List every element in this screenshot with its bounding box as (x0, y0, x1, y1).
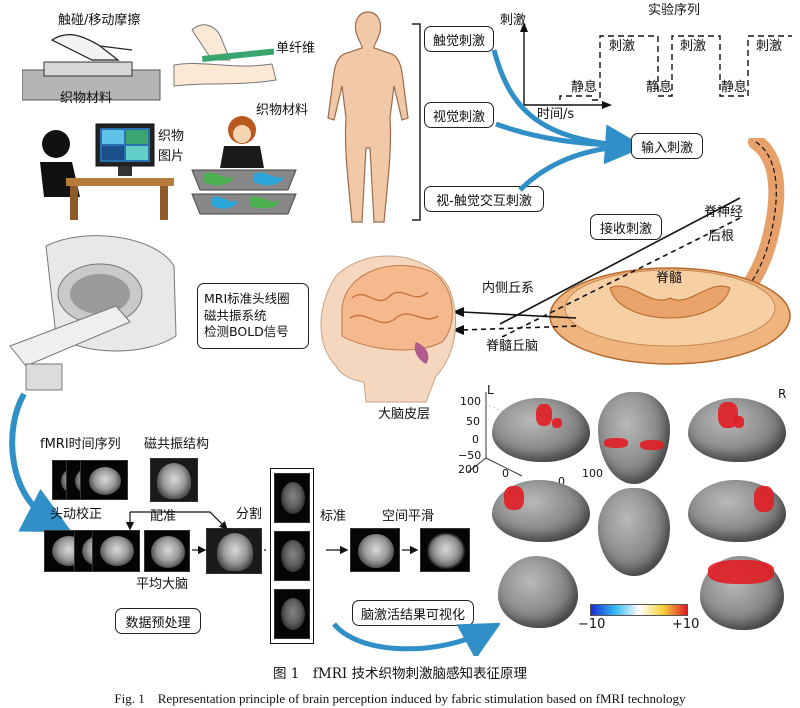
brain-render-top (598, 392, 670, 484)
visuo-tactile-stim-box: 视-触觉交互刺激 (424, 186, 544, 212)
fabric-material-label-2: 织物材料 (256, 103, 309, 118)
axis-tick-50: 50 (466, 415, 480, 428)
fabric-material-label-1: 织物材料 (60, 91, 113, 106)
figure-caption-cn: 图 1 fMRI 技术织物刺激脑感知表征原理 (273, 666, 527, 682)
segmentation-slice-2 (274, 531, 310, 581)
mri-line-3: 检测BOLD信号 (204, 324, 289, 340)
mean-brain-thumb (144, 530, 190, 572)
mri-structure-thumb (150, 458, 198, 502)
preprocessing-arrows (125, 511, 419, 555)
axis-tick-0: 0 (472, 433, 479, 446)
fmri-series-thumb-3 (80, 460, 128, 500)
axis-tick-0a: 0 (502, 467, 509, 480)
visual-stim-box: 视觉刺激 (424, 102, 494, 128)
tract-arrows (452, 307, 577, 335)
smoothed-brain-thumb (420, 528, 470, 572)
brain-3d-axes (467, 392, 523, 477)
time-axis-label: 时间/s (537, 107, 575, 122)
medial-lemniscus-label: 内侧丘系 (482, 281, 535, 296)
axis-tick-200: 200 (458, 463, 479, 476)
brain-render-lateral-left (492, 398, 590, 462)
normalization-label: 标准 (320, 509, 347, 524)
spinal-cord-label: 脊髓 (656, 271, 683, 286)
normalized-brain-thumb (350, 528, 400, 572)
colorbar-max-label: +10 (672, 617, 700, 632)
rest-block-2: 静息 (646, 80, 673, 95)
brain-render-lateral-right (688, 398, 786, 462)
axis-tick-neg50: −50 (458, 449, 482, 462)
registration-label: 配准 (150, 509, 177, 524)
segmentation-label: 分割 (236, 507, 263, 522)
touch-rub-label: 触碰/移动摩擦 (58, 13, 141, 28)
brain-render-front (498, 556, 578, 628)
segmentation-slice-1 (274, 473, 310, 523)
mri-structure-label: 磁共振结构 (144, 437, 210, 452)
mean-brain-label: 平均大脑 (136, 577, 189, 592)
stim-axis-label: 刺激 (500, 13, 527, 28)
brain-render-medial-right (688, 480, 786, 542)
single-fiber-label: 单纤维 (276, 41, 316, 56)
receive-stim-box: 接收刺激 (590, 214, 662, 240)
spinal-nerve-label-1: 脊神经 (704, 205, 744, 220)
axis-R-label: R (778, 387, 787, 401)
segmentation-slice-3 (274, 589, 310, 639)
stimulus-bracket (412, 23, 421, 221)
figure-caption-en: Fig. 1 Representation principle of brain… (114, 691, 686, 706)
stim-block-1: 刺激 (609, 39, 636, 54)
computer-user-illustration (40, 123, 174, 220)
brain-render-bottom (598, 488, 670, 576)
axis-tick-100: 100 (460, 395, 481, 408)
head-brain-illustration (320, 255, 457, 403)
head-motion-label: 头动校正 (50, 507, 103, 522)
preprocessing-box: 数据预处理 (115, 608, 201, 634)
arm-fiber-illustration (173, 24, 277, 87)
visualize-box: 脑激活结果可视化 (352, 600, 474, 626)
human-body-illustration (327, 11, 409, 223)
motion-corrected-thumb-3 (92, 530, 140, 572)
fabric-image-label-2: 图片 (158, 149, 185, 164)
mri-system-box: MRI标准头线圈 磁共振系统 检测BOLD信号 (197, 283, 309, 349)
brain-render-medial-left (492, 480, 590, 542)
fabric-touch-illustration (22, 34, 161, 101)
mri-line-2: 磁共振系统 (204, 307, 267, 323)
spinal-cord-illustration (499, 138, 791, 365)
axis-tick-100x: 100 (582, 467, 603, 480)
visualize-flow-arrow (332, 622, 500, 656)
brain-render-back (700, 556, 784, 630)
spinothalamic-label: 脊髓丘脑 (486, 339, 539, 354)
axis-L-label: L (487, 383, 494, 397)
activation-colorbar (590, 604, 688, 616)
stim-block-3: 刺激 (756, 39, 783, 54)
segmentation-column (270, 468, 314, 644)
fabric-image-label-1: 织物 (158, 129, 185, 144)
axis-tick-0b: 0 (558, 475, 565, 488)
colorbar-min-label: −10 (578, 617, 606, 632)
exp-sequence-title: 实验序列 (648, 3, 701, 18)
mri-flow-arrow (9, 392, 72, 533)
woman-fabric-illustration (191, 116, 297, 215)
mri-scanner-illustration (9, 235, 177, 391)
cortex-label: 大脑皮层 (378, 407, 431, 422)
spinal-nerve-label-2: 后根 (708, 229, 735, 244)
input-stim-box: 输入刺激 (631, 133, 703, 159)
mri-line-1: MRI标准头线圈 (204, 290, 290, 306)
fmri-series-label: fMRI时间序列 (40, 437, 121, 452)
rest-block-3: 静息 (721, 80, 748, 95)
experiment-sequence-chart (520, 22, 792, 109)
smoothing-label: 空间平滑 (382, 509, 435, 524)
tactile-stim-box: 触觉刺激 (424, 26, 494, 52)
stimulus-flow-arrows (491, 49, 645, 192)
segmented-anatomy-thumb (206, 528, 262, 574)
stim-block-2: 刺激 (680, 39, 707, 54)
rest-block-1: 静息 (571, 80, 598, 95)
